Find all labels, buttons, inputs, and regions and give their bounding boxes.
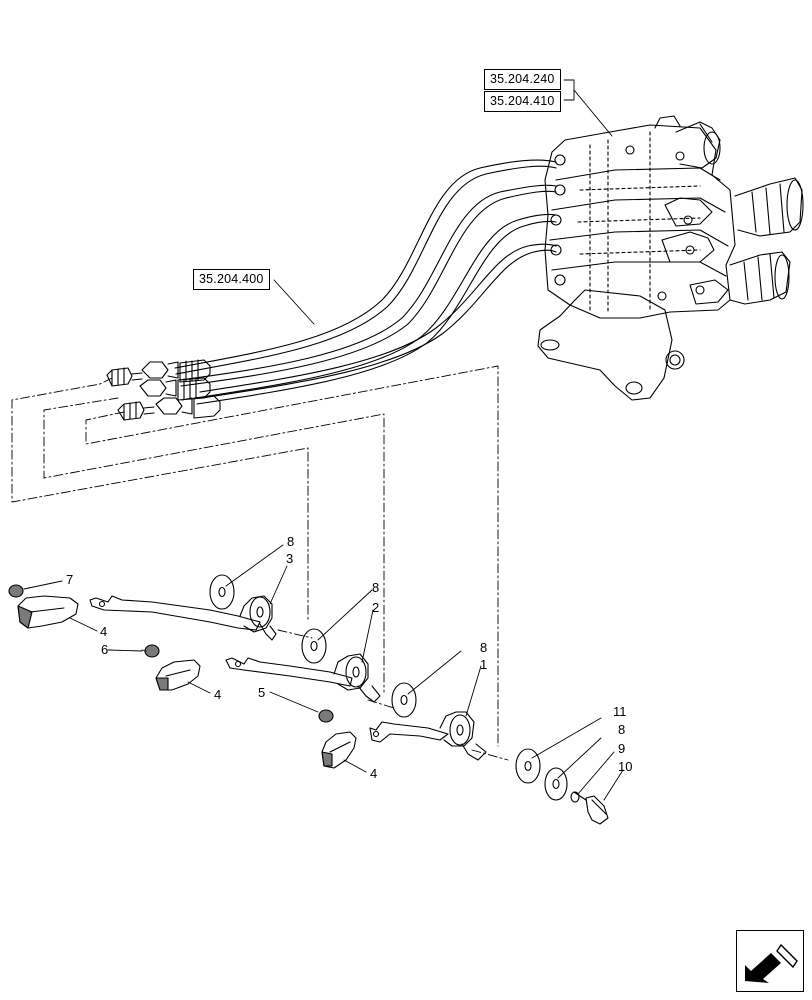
previous-page-arrow-icon <box>745 943 798 983</box>
callout-2: 2 <box>372 600 380 615</box>
callout-8d: 8 <box>618 722 626 737</box>
ref-label-35-204-400[interactable]: 35.204.400 <box>193 269 270 290</box>
control-cables <box>106 159 557 421</box>
callout-6: 6 <box>101 642 109 657</box>
callout-7: 7 <box>66 572 74 587</box>
callout-4c: 4 <box>370 766 378 781</box>
callout-8c: 8 <box>480 640 488 655</box>
lever-arms <box>89 595 487 761</box>
callout-8b: 8 <box>372 580 380 595</box>
washers <box>209 574 580 803</box>
callout-8a: 8 <box>287 534 295 549</box>
ref-label-35-204-240[interactable]: 35.204.240 <box>484 69 561 90</box>
callout-1: 1 <box>480 657 488 672</box>
ref-label-35-204-410[interactable]: 35.204.410 <box>484 91 561 112</box>
callout-11: 11 <box>613 704 627 719</box>
callout-9: 9 <box>618 741 626 756</box>
control-valve-assembly <box>537 115 804 401</box>
leader-lines <box>23 79 624 801</box>
callout-4b: 4 <box>214 687 222 702</box>
callout-4a: 4 <box>100 624 108 639</box>
callout-5: 5 <box>258 685 266 700</box>
seals <box>8 584 334 723</box>
lever-knobs <box>17 595 357 769</box>
previous-page-button[interactable] <box>736 930 804 992</box>
routing-lines <box>11 365 509 761</box>
callout-10: 10 <box>618 759 633 774</box>
bolt <box>573 791 609 825</box>
callout-3: 3 <box>286 551 294 566</box>
